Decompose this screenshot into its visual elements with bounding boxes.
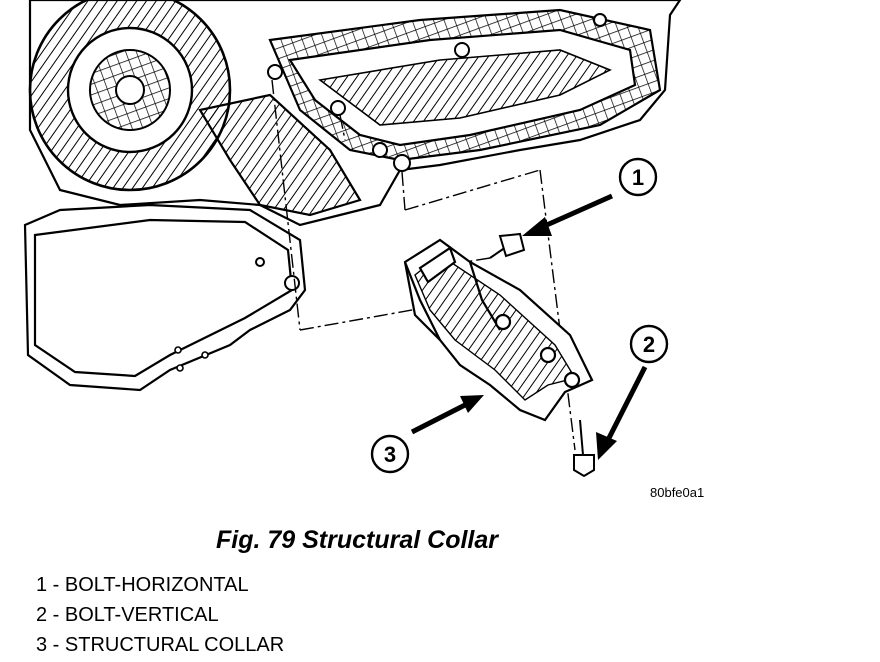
legend-item: 3 - STRUCTURAL COLLAR	[36, 630, 284, 660]
legend-item-text: - BOLT-HORIZONTAL	[47, 574, 249, 596]
callout-1-number: 1	[632, 165, 644, 190]
callout-3: 3	[370, 434, 410, 474]
legend-list: 1 - BOLT-HORIZONTAL 2 - BOLT-VERTICAL 3 …	[36, 570, 284, 660]
callout-arrows	[410, 193, 648, 460]
legend-item-text: - STRUCTURAL COLLAR	[47, 634, 285, 656]
structural-collar-illustration: 1 2 3 80bfe0a1	[23, 0, 704, 500]
figure-caption: Fig. 79 Structural Collar	[216, 526, 499, 554]
legend-item-text: - BOLT-VERTICAL	[47, 604, 219, 626]
transmission-housing	[23, 0, 682, 392]
horizontal-bolt	[489, 232, 526, 259]
figure-reference-code: 80bfe0a1	[650, 485, 704, 500]
callout-3-number: 3	[384, 442, 396, 467]
callout-2: 2	[629, 324, 669, 364]
legend-item-number: 1	[36, 574, 48, 596]
vertical-bolt	[573, 419, 595, 478]
structural-collar	[403, 238, 594, 422]
legend-item-number: 2	[36, 604, 48, 626]
legend-item: 2 - BOLT-VERTICAL	[36, 600, 284, 630]
callout-1: 1	[618, 157, 658, 197]
legend-item: 1 - BOLT-HORIZONTAL	[36, 570, 284, 600]
callout-2-number: 2	[643, 332, 655, 357]
legend-item-number: 3	[36, 634, 48, 656]
